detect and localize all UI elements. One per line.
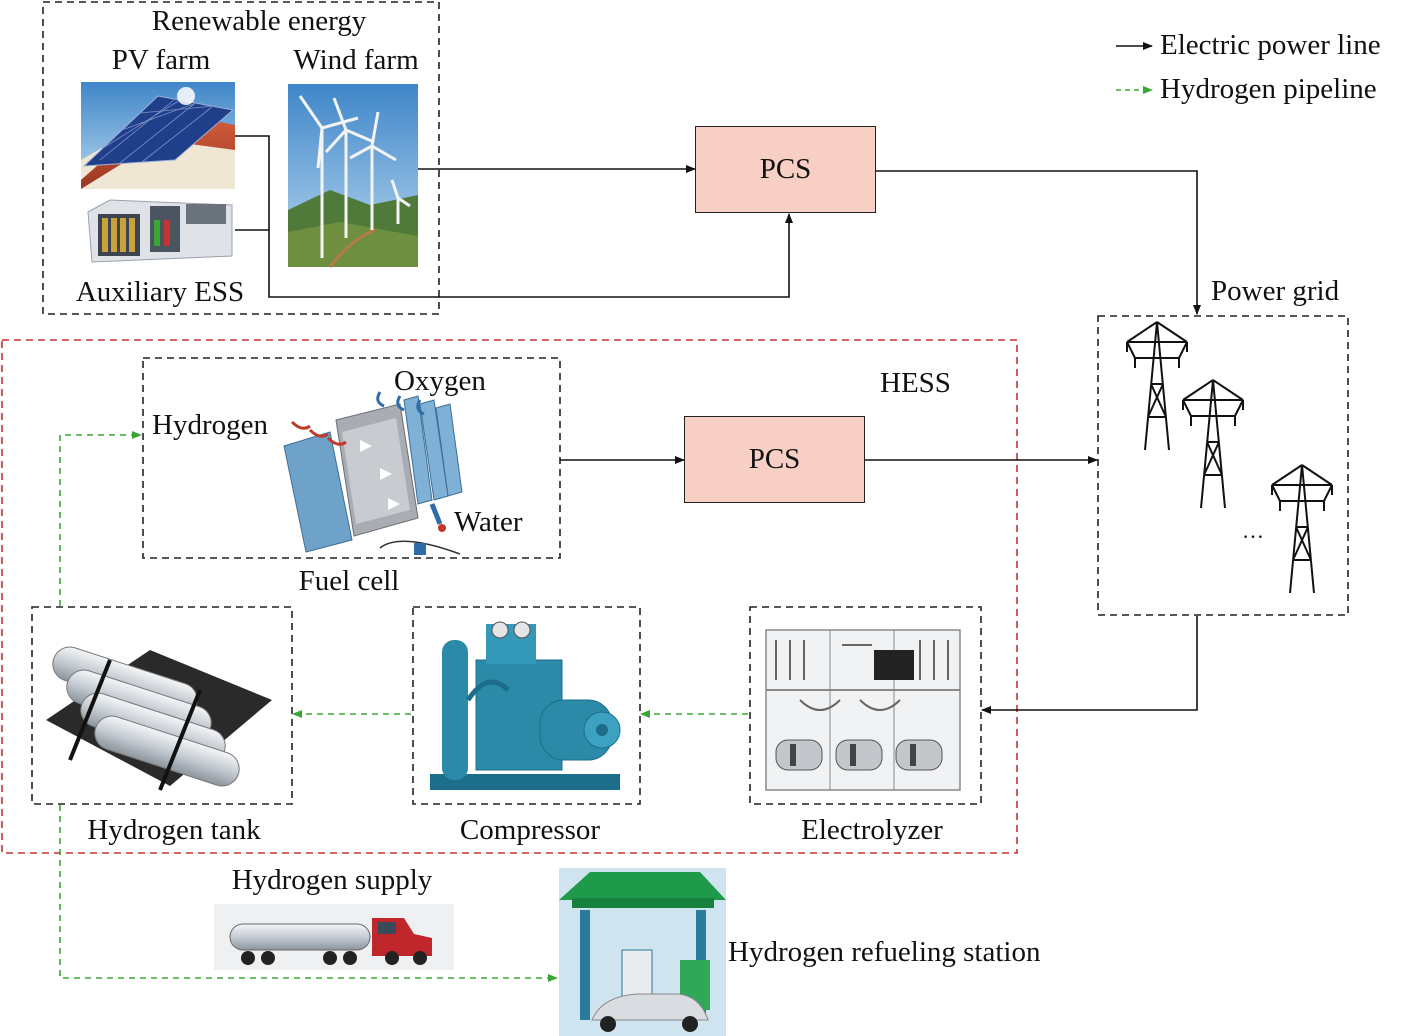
tank-to-fuelcell-pipe — [59, 431, 142, 606]
pcs-top-label: PCS — [759, 153, 812, 185]
wind-farm-label: Wind farm — [293, 44, 419, 76]
tank-to-station-pipe — [59, 805, 558, 982]
legend-electric-label: Electric power line — [1160, 29, 1381, 61]
pcs-hess-label: PCS — [748, 443, 801, 475]
electrolyzer-image — [765, 629, 961, 791]
electrolyzer-label: Electrolyzer — [801, 814, 943, 846]
renewable-title: Renewable energy — [151, 5, 367, 37]
compressor-group — [412, 606, 641, 805]
fuel-cell-hydrogen-label: Hydrogen — [152, 409, 268, 441]
auxiliary-ess-label: Auxiliary ESS — [75, 276, 245, 308]
pv-farm-label: PV farm — [111, 44, 211, 76]
power-grid-label: Power grid — [1211, 275, 1340, 307]
hydrogen-truck-image — [214, 904, 454, 970]
power-grid-ellipsis: … — [1242, 518, 1264, 543]
hydrogen-tank-label: Hydrogen tank — [87, 814, 261, 846]
power-tower-icons — [1126, 321, 1333, 594]
compressor-label: Compressor — [459, 814, 601, 846]
legend-hydrogen-label: Hydrogen pipeline — [1160, 73, 1377, 105]
pv-farm-image — [81, 82, 235, 189]
pv-to-pcs-line — [235, 135, 793, 298]
compressor-image — [430, 621, 621, 790]
renewable-energy-group — [42, 1, 440, 315]
fuel-cell-oxygen-label: Oxygen — [394, 365, 486, 397]
hess-title: HESS — [880, 367, 951, 399]
hess-group — [1, 339, 1018, 854]
hydrogen-supply-label: Hydrogen supply — [231, 864, 433, 896]
refueling-station-image — [559, 868, 726, 1036]
power-grid-group — [1097, 315, 1349, 616]
hydrogen-tank-image — [46, 646, 272, 791]
pcs-box-hess: PCS — [684, 416, 865, 503]
fuel-cell-label: Fuel cell — [298, 565, 400, 597]
pcs-box-top: PCS — [695, 126, 876, 213]
electrolyzer-group — [749, 606, 982, 805]
auxiliary-ess-image — [87, 199, 233, 263]
fuel-cell-image — [283, 391, 463, 555]
fuel-cell-water-label: Water — [454, 506, 523, 538]
pcs-to-grid-line — [876, 170, 1201, 315]
fuel-cell-group — [142, 357, 561, 559]
wind-farm-image — [288, 84, 418, 268]
refueling-station-label: Hydrogen refueling station — [728, 936, 1041, 968]
grid-to-electrolyzer-line — [981, 616, 1198, 714]
